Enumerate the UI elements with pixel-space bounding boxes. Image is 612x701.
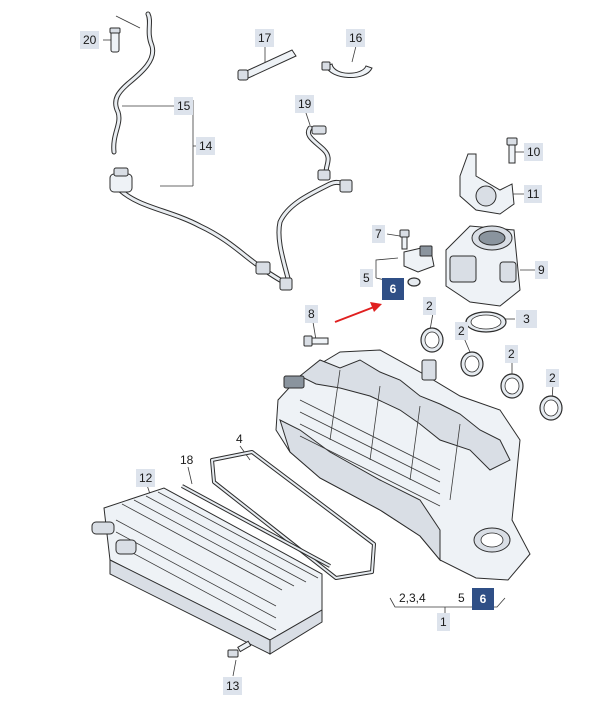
callout-3: 3 <box>516 310 537 328</box>
callout-7: 7 <box>372 225 385 243</box>
part-2-seal-rings <box>420 327 563 421</box>
part-1-intake-manifold <box>275 349 531 581</box>
callout-18: 18 <box>180 453 194 467</box>
highlight-arrow <box>334 302 382 323</box>
callout-11: 11 <box>524 185 543 203</box>
callout-14: 14 <box>196 137 216 155</box>
part-4-gasket <box>210 450 376 580</box>
callout-10: 10 <box>524 143 544 161</box>
callout-15: 15 <box>174 97 194 115</box>
callout-2-c: 2 <box>505 345 518 363</box>
part-9-throttle-body <box>445 225 521 307</box>
callout-6-top: 6 <box>382 278 404 300</box>
part-13-screw <box>227 640 252 658</box>
callout-13: 13 <box>223 677 243 695</box>
part-10-bolt <box>506 137 518 164</box>
part-11-bracket <box>459 153 515 215</box>
callout-4: 4 <box>236 432 243 446</box>
part-16-hose-clamp <box>321 61 373 79</box>
part-15-vacuum-hose <box>111 11 156 155</box>
part-3-o-ring <box>465 311 507 333</box>
callout-5-top: 5 <box>360 269 373 287</box>
part-12-charge-air-cooler <box>91 487 323 655</box>
callout-12: 12 <box>136 469 156 487</box>
callout-2-a: 2 <box>423 297 436 315</box>
callout-8: 8 <box>305 305 318 323</box>
part-17-cable-strap <box>237 49 297 81</box>
part-8-bolt <box>303 335 329 347</box>
callout-2-b: 2 <box>455 322 468 340</box>
part-14-hose-with-valve <box>109 167 353 291</box>
callout-5-bottom: 5 <box>458 591 465 605</box>
callout-17: 17 <box>255 29 275 47</box>
callout-9: 9 <box>535 261 548 279</box>
part-7-screw <box>399 229 410 250</box>
part-5-seal <box>407 277 421 287</box>
part-20-connector <box>109 27 121 53</box>
part-19-hose <box>306 125 331 181</box>
callout-1: 1 <box>437 613 450 631</box>
part-18-seal-strip <box>181 484 331 568</box>
callout-19: 19 <box>295 95 315 113</box>
callout-6-bottom: 6 <box>472 588 494 610</box>
callout-2-3-4: 2,3,4 <box>399 591 426 605</box>
part-6-sensor <box>403 245 435 273</box>
callout-2-d: 2 <box>546 369 559 387</box>
callout-16: 16 <box>346 29 366 47</box>
callout-20: 20 <box>80 31 100 49</box>
